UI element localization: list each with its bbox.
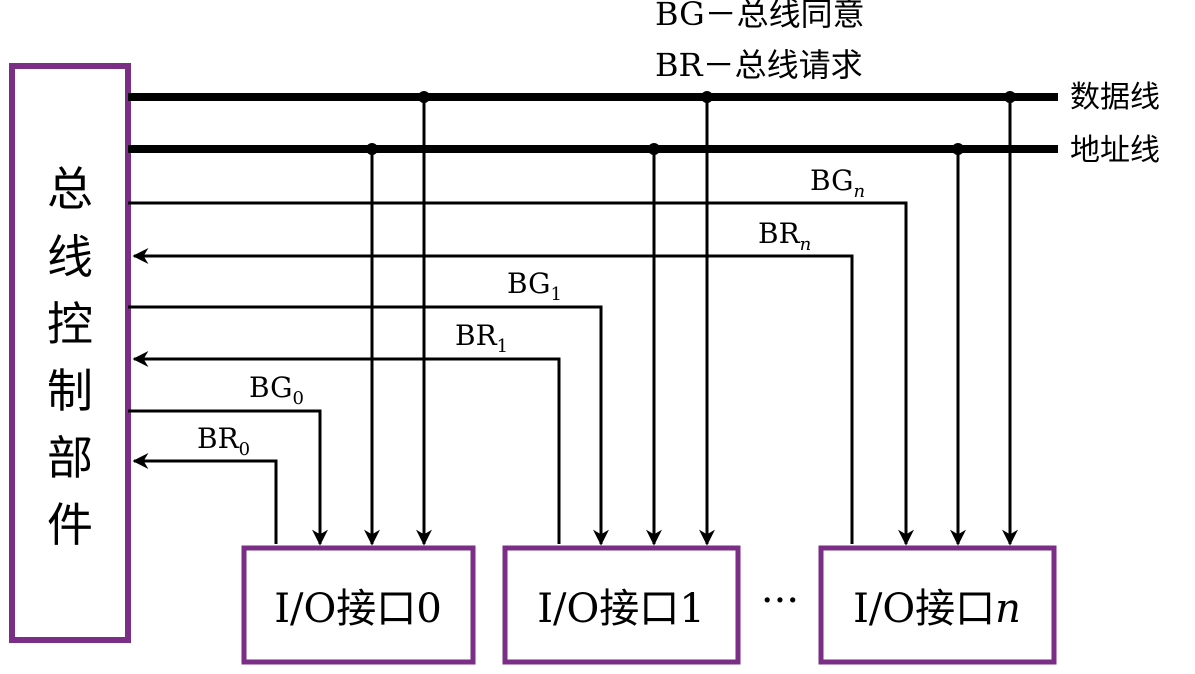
- bus-controller-label: 总 线 控 制 部 件: [47, 162, 93, 552]
- interfaces-ellipsis: ···: [761, 578, 799, 624]
- io-interface-n-label: I/O接口n: [853, 586, 1021, 632]
- br-n-line: [132, 248, 854, 544]
- controller-char: 总: [47, 162, 93, 216]
- io-interface-n-box: [818, 545, 1057, 665]
- signal-label-bg-0: BG0: [249, 371, 304, 409]
- controller-char: 件: [47, 498, 93, 552]
- legend-bus-request: BR－总线请求: [655, 46, 863, 84]
- legend-bus-grant: BG－总线同意: [655, 0, 865, 33]
- data-bus-label: 数据线: [1070, 80, 1160, 115]
- controller-char: 控: [47, 297, 93, 351]
- bg-0-line: [128, 409, 328, 546]
- io-interface-0-box: [241, 545, 476, 665]
- signal-label-br-1: BR1: [455, 319, 508, 357]
- signal-label-br-0: BR0: [197, 422, 250, 460]
- br-1-line: [132, 351, 561, 544]
- bg-1-line: [128, 305, 609, 546]
- bg-n-line: [128, 201, 914, 546]
- br-0-line: [132, 453, 278, 544]
- signal-label-br-n: BRn: [758, 217, 811, 255]
- bus-controller-box: [9, 63, 131, 643]
- controller-char: 线: [47, 230, 93, 284]
- signal-label-bg-1: BG1: [507, 267, 562, 305]
- controller-char: 制: [47, 364, 93, 418]
- io-interface-1-label: I/O接口1: [537, 586, 705, 632]
- io-interface-0-label: I/O接口0: [274, 586, 442, 632]
- controller-char: 部: [47, 431, 93, 485]
- signal-label-bg-n: BGn: [810, 164, 865, 202]
- address-bus-label: 地址线: [1070, 133, 1160, 168]
- io-interface-1-box: [502, 545, 741, 665]
